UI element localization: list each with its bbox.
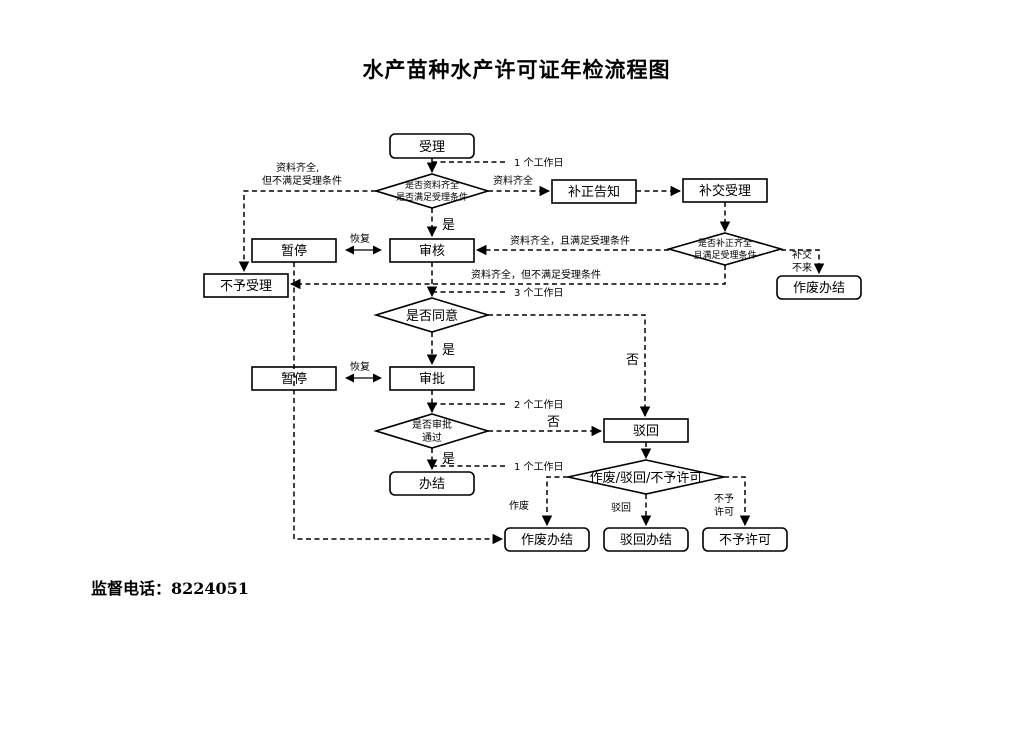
node-approve: 审批 bbox=[389, 366, 475, 391]
arrow-supplement-to-reject bbox=[289, 265, 726, 290]
arrow-agree-no-to-return bbox=[488, 314, 651, 418]
node-return-close-label: 驳回办结 bbox=[620, 533, 672, 548]
label-docs-complete-a: 资料齐全 bbox=[493, 174, 533, 187]
label-resume-1: 恢复 bbox=[350, 232, 370, 245]
node-void-close-2-label: 作废办结 bbox=[521, 532, 573, 548]
label-day-1b: 1 个工作日 bbox=[514, 461, 564, 473]
arrow-to-void-close-1 bbox=[781, 249, 825, 275]
node-void-close-1: 作废办结 bbox=[776, 275, 862, 300]
label-yes-1: 是 bbox=[442, 218, 455, 233]
decision-docs-complete-line2: 是否满足受理条件 bbox=[396, 191, 468, 203]
arrow-outcome-void bbox=[541, 476, 568, 527]
node-reject-accept-label: 不予受理 bbox=[220, 279, 272, 294]
node-not-permit-label: 不予许可 bbox=[719, 533, 771, 548]
node-review: 审核 bbox=[389, 238, 475, 263]
node-done: 办结 bbox=[389, 471, 475, 496]
node-done-label: 办结 bbox=[419, 477, 445, 492]
node-approve-label: 审批 bbox=[419, 372, 445, 387]
label-return: 驳回 bbox=[611, 502, 631, 514]
decision-supplement-line1: 是否补正齐全 bbox=[698, 237, 752, 249]
decision-approved: 是否审批 通过 bbox=[373, 413, 491, 449]
decision-outcome-label: 作废/驳回/不予许可 bbox=[590, 470, 703, 486]
decision-agree-label: 是否同意 bbox=[406, 308, 458, 324]
node-review-label: 审核 bbox=[419, 244, 445, 259]
decision-agree: 是否同意 bbox=[373, 297, 491, 333]
node-supplement-notice-label: 补正告知 bbox=[568, 184, 620, 200]
edge-labels: 1 个工作日 资料齐全 资料齐全, 但不满足受理条件 是 恢复 资料齐全，且满足… bbox=[262, 157, 812, 518]
node-pause-2-label: 暂停 bbox=[281, 371, 307, 387]
decision-approved-line1: 是否审批 bbox=[412, 418, 452, 431]
node-pause-2: 暂停 bbox=[251, 366, 337, 391]
label-void: 作废 bbox=[509, 499, 529, 512]
connectors bbox=[238, 158, 825, 545]
node-accept-label: 受理 bbox=[419, 140, 445, 155]
label-not-supplemented-1: 补交 bbox=[792, 248, 812, 261]
decision-approved-line2: 通过 bbox=[422, 431, 442, 444]
decision-docs-complete-line1: 是否资料齐全 bbox=[405, 179, 459, 191]
label-yes-2: 是 bbox=[442, 343, 455, 358]
label-no-2: 否 bbox=[547, 415, 560, 430]
supervision-phone: 监督电话：8224051 bbox=[91, 579, 249, 598]
label-not-permit-1: 不予 bbox=[714, 493, 734, 505]
node-pause-1-label: 暂停 bbox=[281, 243, 307, 259]
label-day-3: 3 个工作日 bbox=[514, 287, 564, 299]
node-return: 驳回 bbox=[603, 418, 689, 443]
decision-docs-complete: 是否资料齐全 是否满足受理条件 bbox=[373, 173, 491, 209]
label-docs-not-met-2: 但不满足受理条件 bbox=[262, 174, 342, 187]
label-no-1: 否 bbox=[626, 353, 639, 368]
node-pause-1: 暂停 bbox=[251, 238, 337, 263]
label-day-2: 2 个工作日 bbox=[514, 399, 564, 411]
label-docs-not-met-b: 资料齐全，但不满足受理条件 bbox=[471, 268, 601, 281]
arrow-outcome-not-permit bbox=[724, 476, 751, 527]
label-yes-3: 是 bbox=[442, 452, 455, 467]
label-day-1a: 1 个工作日 bbox=[514, 157, 564, 169]
label-docs-not-met-1: 资料齐全, bbox=[276, 161, 319, 174]
node-void-close-2: 作废办结 bbox=[504, 527, 590, 552]
arrow-pause-to-void-close bbox=[293, 262, 504, 545]
page-title: 水产苗种水产许可证年检流程图 bbox=[362, 57, 671, 82]
node-accept: 受理 bbox=[389, 133, 475, 159]
node-supplement-accept: 补交受理 bbox=[682, 178, 768, 203]
label-not-supplemented-2: 不来 bbox=[792, 262, 812, 274]
node-supplement-accept-label: 补交受理 bbox=[699, 183, 751, 199]
label-docs-complete-met: 资料齐全，且满足受理条件 bbox=[510, 234, 630, 247]
label-resume-2: 恢复 bbox=[350, 360, 370, 373]
decision-supplement-line2: 且满足受理条件 bbox=[693, 249, 756, 261]
node-supplement-notice: 补正告知 bbox=[551, 179, 637, 204]
node-return-close: 驳回办结 bbox=[603, 527, 689, 552]
node-reject-accept: 不予受理 bbox=[203, 273, 289, 298]
node-not-permit: 不予许可 bbox=[702, 527, 788, 552]
decision-outcome: 作废/驳回/不予许可 bbox=[567, 459, 725, 495]
arrow-to-reject-accept bbox=[238, 190, 376, 273]
node-return-label: 驳回 bbox=[633, 424, 659, 439]
node-void-close-1-label: 作废办结 bbox=[793, 280, 845, 296]
label-not-permit-2: 许可 bbox=[714, 506, 734, 518]
decision-supplement-complete: 是否补正齐全 且满足受理条件 bbox=[666, 232, 784, 266]
